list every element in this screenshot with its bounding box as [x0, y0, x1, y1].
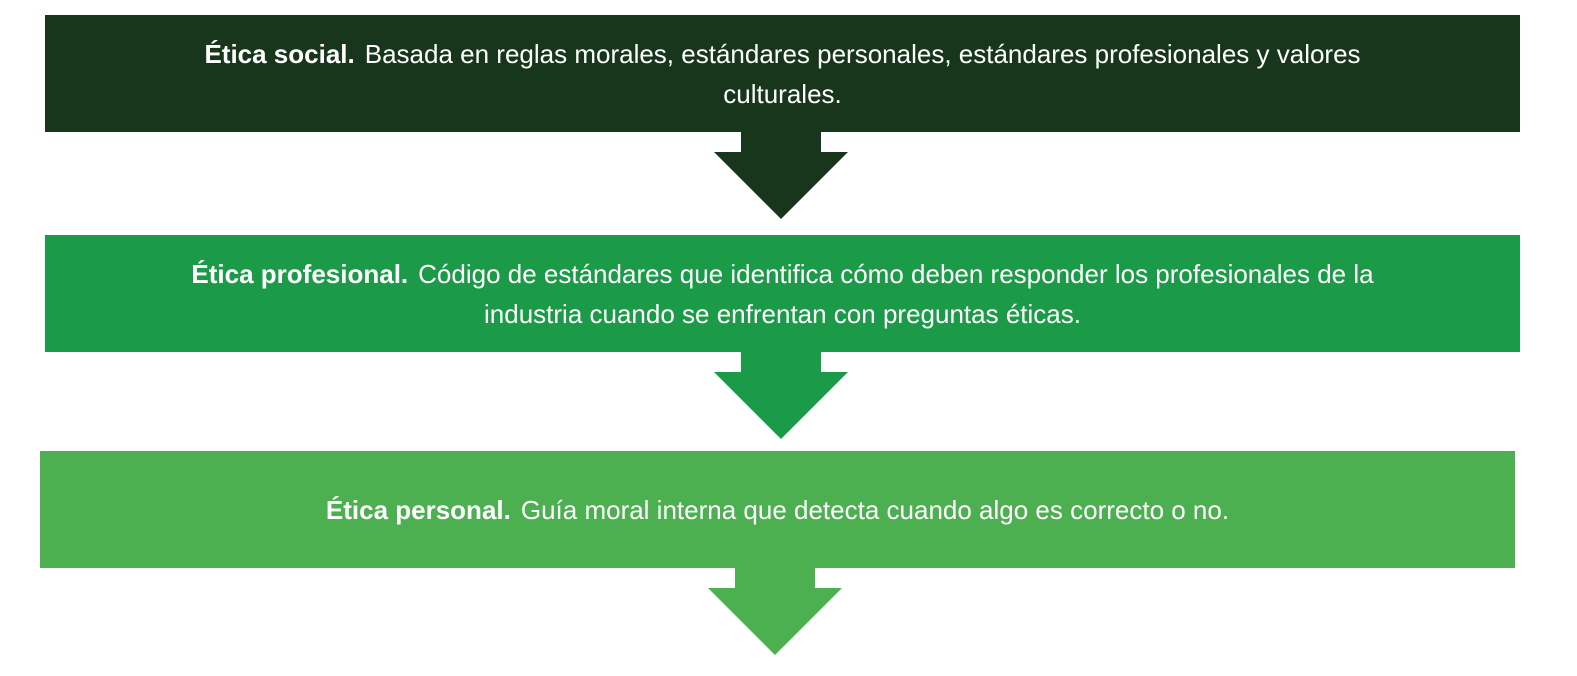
social-ethics-content: Ética social. Basada en reglas morales, e…: [153, 34, 1413, 114]
arrow-1-shape: [714, 130, 848, 219]
down-arrow-icon: [708, 566, 842, 655]
down-arrow-icon: [714, 130, 848, 219]
arrow-2-shape: [714, 350, 848, 439]
professional-ethics-label: Ética profesional.: [191, 258, 409, 289]
personal-ethics-content: Ética personal. Guía moral interna que de…: [326, 490, 1229, 530]
professional-ethics-box: Ética profesional. Código de estándares q…: [45, 235, 1520, 352]
social-ethics-description: Basada en reglas morales, estándares per…: [364, 38, 1361, 109]
personal-ethics-box: Ética personal. Guía moral interna que de…: [40, 451, 1515, 568]
social-ethics-box: Ética social. Basada en reglas morales, e…: [45, 15, 1520, 132]
social-ethics-label: Ética social.: [204, 38, 355, 69]
personal-ethics-label: Ética personal.: [325, 494, 511, 525]
arrow-3-shape: [708, 566, 842, 655]
professional-ethics-description: Código de estándares que identifica cómo…: [418, 258, 1374, 329]
professional-ethics-content: Ética profesional. Código de estándares q…: [148, 254, 1418, 334]
personal-ethics-description: Guía moral interna que detecta cuando al…: [520, 494, 1230, 525]
down-arrow-icon: [714, 350, 848, 439]
